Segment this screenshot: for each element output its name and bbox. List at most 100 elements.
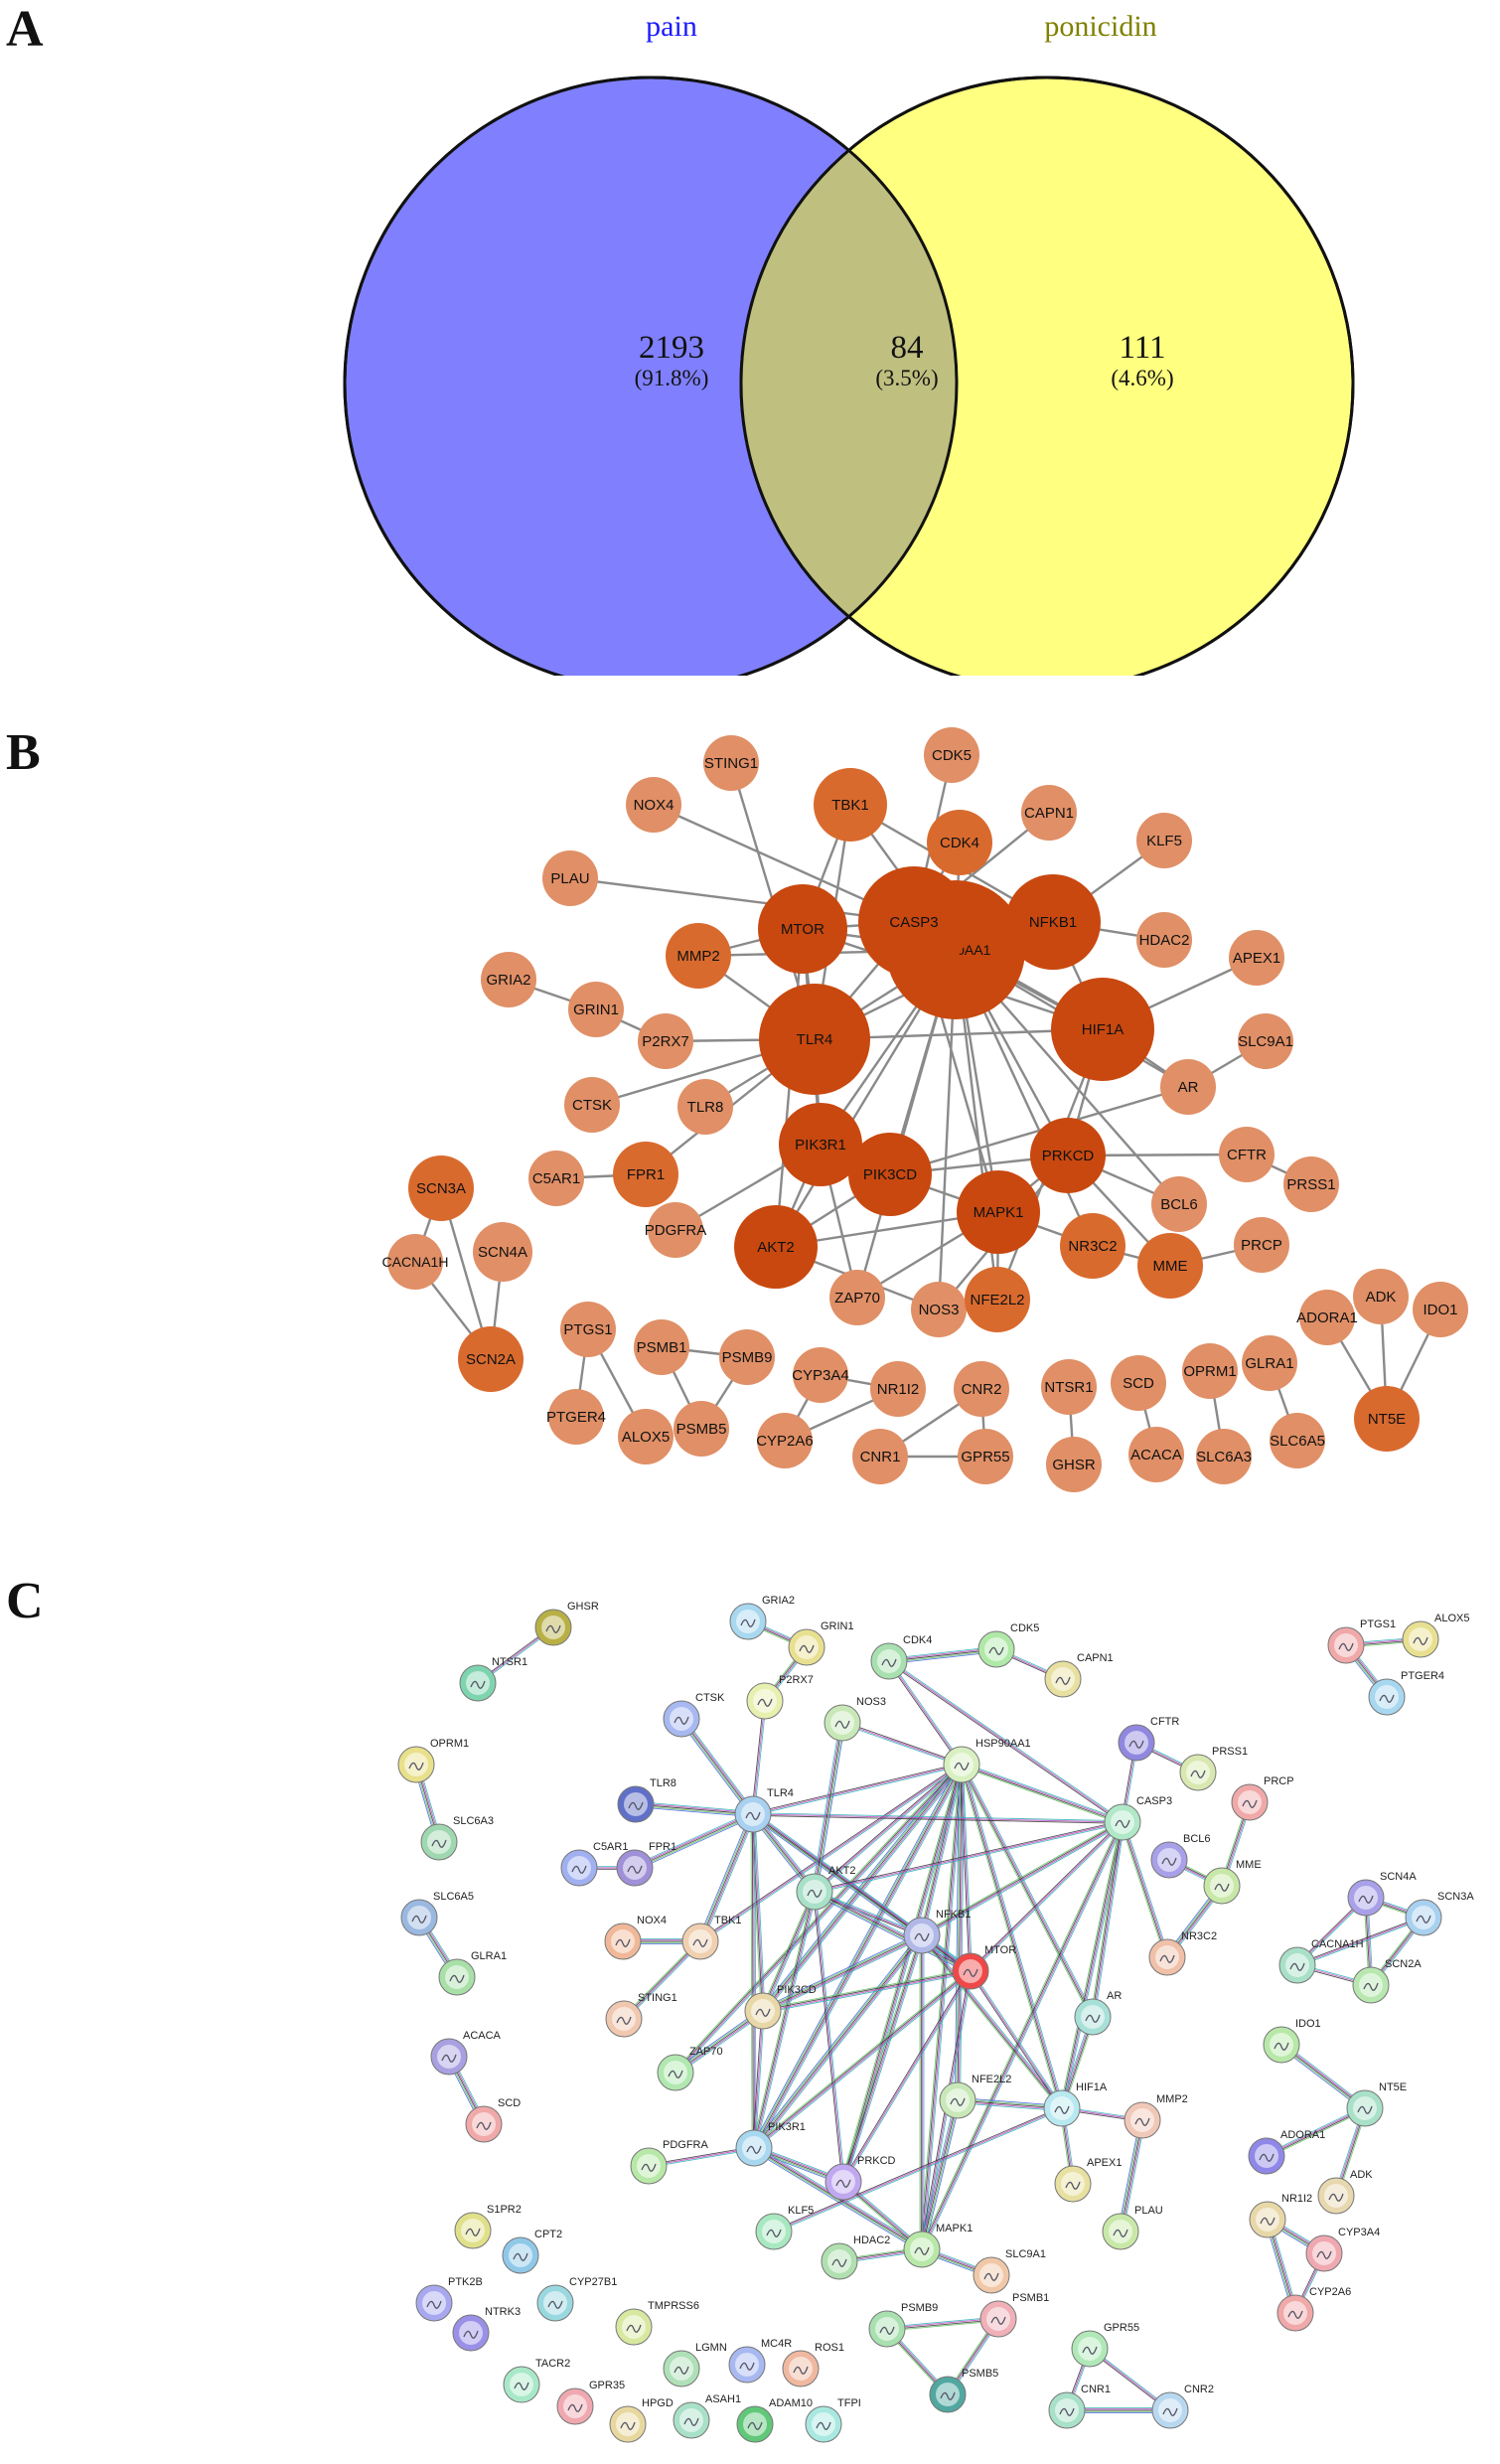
node-mmp2[interactable]: MMP2 (666, 923, 731, 989)
node-pik3cd[interactable]: PIK3CD (848, 1133, 932, 1216)
node-mtor[interactable]: MTOR (758, 884, 847, 974)
node-gria2[interactable]: GRIA2 (481, 952, 536, 1007)
node-nr1i2[interactable]: NR1I2 (870, 1361, 926, 1417)
node-tfpi[interactable]: TFPI (805, 2397, 861, 2443)
node-ido1[interactable]: IDO1 (1413, 1282, 1468, 1337)
node-glra1[interactable]: GLRA1 (438, 1950, 507, 1996)
node-mc4r[interactable]: MC4R (728, 2338, 792, 2384)
node-scn2a[interactable]: SCN2A (1352, 1958, 1422, 2004)
node-adora1[interactable]: ADORA1 (1296, 1290, 1358, 1345)
node-alox5[interactable]: ALOX5 (1402, 1613, 1469, 1658)
node-apex1[interactable]: APEX1 (1229, 930, 1284, 986)
node-ghsr[interactable]: GHSR (534, 1601, 599, 1646)
node-slc9a1[interactable]: SLC9A1 (973, 2248, 1046, 2294)
node-ros1[interactable]: ROS1 (782, 2342, 844, 2387)
node-ctsk[interactable]: CTSK (564, 1077, 620, 1133)
node-scn4a[interactable]: SCN4A (473, 1222, 532, 1282)
node-tacr2[interactable]: TACR2 (503, 2358, 570, 2403)
node-c5ar1[interactable]: C5AR1 (528, 1151, 584, 1206)
node-pik3r1[interactable]: PIK3R1 (735, 2121, 806, 2167)
node-mtor[interactable]: MTOR (952, 1944, 1016, 1990)
node-grin1[interactable]: GRIN1 (788, 1620, 854, 1666)
node-mapk1[interactable]: MAPK1 (903, 2223, 973, 2268)
node-oprm1[interactable]: OPRM1 (397, 1738, 469, 1783)
node-prcp[interactable]: PRCP (1231, 1775, 1294, 1821)
node-cyp2a6[interactable]: CYP2A6 (756, 1413, 814, 1468)
node-nfkb1[interactable]: NFKB1 (903, 1909, 971, 1954)
node-sting1[interactable]: STING1 (605, 1992, 677, 2038)
node-psmb9[interactable]: PSMB9 (868, 2302, 938, 2348)
node-klf5[interactable]: KLF5 (755, 2205, 814, 2250)
node-s1pr2[interactable]: S1PR2 (454, 2204, 522, 2249)
node-hdac2[interactable]: HDAC2 (1136, 912, 1192, 968)
node-scn3a[interactable]: SCN3A (408, 1155, 474, 1221)
node-prss1[interactable]: PRSS1 (1283, 1156, 1339, 1212)
node-plau[interactable]: PLAU (1102, 2205, 1163, 2250)
node-nox4[interactable]: NOX4 (604, 1915, 667, 1960)
node-mme[interactable]: MME (1137, 1233, 1203, 1299)
node-ntsr1[interactable]: NTSR1 (1041, 1359, 1097, 1415)
node-cyp27b1[interactable]: CYP27B1 (536, 2276, 617, 2322)
node-fpr1[interactable]: FPR1 (613, 1142, 678, 1207)
node-mmp2[interactable]: MMP2 (1124, 2093, 1188, 2139)
node-capn1[interactable]: CAPN1 (1021, 785, 1077, 841)
node-tlr8[interactable]: TLR8 (677, 1079, 733, 1135)
node-ar[interactable]: AR (1074, 1990, 1122, 2036)
node-hpgd[interactable]: HPGD (609, 2397, 674, 2443)
node-grin1[interactable]: GRIN1 (568, 982, 624, 1037)
node-mme[interactable]: MME (1203, 1859, 1262, 1905)
node-cacna1h[interactable]: CACNA1H (382, 1234, 449, 1290)
node-prcp[interactable]: PRCP (1234, 1217, 1289, 1273)
node-zap70[interactable]: ZAP70 (829, 1270, 885, 1325)
node-casp3[interactable]: CASP3 (1104, 1795, 1172, 1841)
node-ptk2b[interactable]: PTK2B (415, 2276, 483, 2322)
node-ntrk3[interactable]: NTRK3 (452, 2306, 521, 2352)
node-cdk5[interactable]: CDK5 (977, 1622, 1039, 1668)
node-acaca[interactable]: ACACA (430, 2030, 502, 2076)
node-hif1a[interactable]: HIF1A (1051, 978, 1154, 1081)
node-acaca[interactable]: ACACA (1128, 1427, 1184, 1482)
node-nr1i2[interactable]: NR1I2 (1249, 2193, 1312, 2238)
node-tbk1[interactable]: TBK1 (814, 768, 887, 842)
node-zap70[interactable]: ZAP70 (657, 2046, 723, 2091)
node-psmb1[interactable]: PSMB1 (634, 1319, 689, 1375)
node-psmb1[interactable]: PSMB1 (979, 2292, 1049, 2338)
node-gpr35[interactable]: GPR35 (556, 2380, 625, 2425)
node-c5ar1[interactable]: C5AR1 (560, 1841, 628, 1887)
node-cdk5[interactable]: CDK5 (924, 727, 979, 783)
node-scd[interactable]: SCD (1111, 1355, 1166, 1411)
node-nos3[interactable]: NOS3 (824, 1696, 886, 1742)
node-cnr2[interactable]: CNR2 (1151, 2384, 1214, 2429)
node-mapk1[interactable]: MAPK1 (957, 1170, 1040, 1254)
node-nt5e[interactable]: NT5E (1354, 1386, 1420, 1452)
node-scn4a[interactable]: SCN4A (1347, 1871, 1417, 1917)
node-slc6a5[interactable]: SLC6A5 (1270, 1413, 1325, 1468)
node-bcl6[interactable]: BCL6 (1150, 1833, 1211, 1879)
node-p2rx7[interactable]: P2RX7 (638, 1013, 693, 1069)
node-tmprss6[interactable]: TMPRSS6 (615, 2300, 699, 2346)
node-psmb5[interactable]: PSMB5 (929, 2368, 998, 2413)
node-cftr[interactable]: CFTR (1219, 1127, 1275, 1182)
node-klf5[interactable]: KLF5 (1136, 813, 1192, 868)
node-cdk4[interactable]: CDK4 (927, 810, 992, 875)
node-akt2[interactable]: AKT2 (734, 1205, 818, 1289)
node-cacna1h[interactable]: CACNA1H (1278, 1938, 1364, 1984)
node-fpr1[interactable]: FPR1 (616, 1841, 676, 1887)
node-prkcd[interactable]: PRKCD (1030, 1118, 1106, 1193)
node-adk[interactable]: ADK (1353, 1269, 1409, 1324)
node-pdgfra[interactable]: PDGFRA (645, 1202, 707, 1258)
node-cnr1[interactable]: CNR1 (1048, 2384, 1111, 2429)
node-cpt2[interactable]: CPT2 (502, 2229, 562, 2274)
node-akt2[interactable]: AKT2 (796, 1865, 856, 1911)
node-casp3[interactable]: CASP3 (858, 866, 970, 978)
node-sting1[interactable]: STING1 (703, 735, 759, 791)
node-hif1a[interactable]: HIF1A (1043, 2081, 1108, 2127)
node-ptger4[interactable]: PTGER4 (546, 1389, 606, 1445)
node-ntsr1[interactable]: NTSR1 (459, 1656, 527, 1702)
node-psmb9[interactable]: PSMB9 (719, 1329, 775, 1385)
node-bcl6[interactable]: BCL6 (1151, 1176, 1207, 1232)
node-scn2a[interactable]: SCN2A (458, 1326, 524, 1392)
node-slc6a3[interactable]: SLC6A3 (1196, 1429, 1252, 1484)
node-hsp90aa1[interactable]: HSP90AA1 (943, 1738, 1031, 1783)
node-nfe2l2[interactable]: NFE2L2 (939, 2074, 1011, 2119)
